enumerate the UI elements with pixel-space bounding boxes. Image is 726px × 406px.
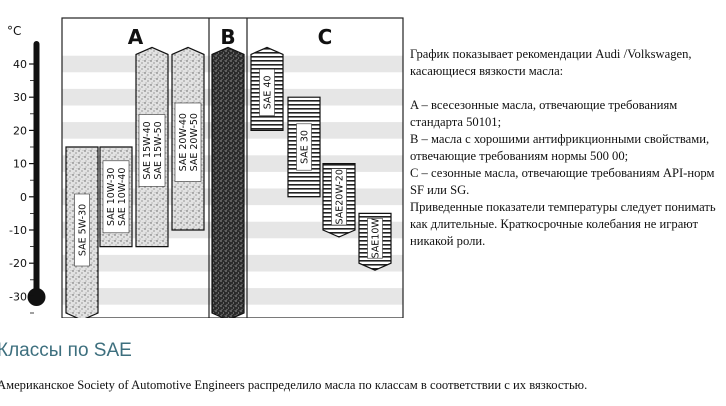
grade-label-box: [259, 68, 275, 116]
grade-bar-7: SAE 30: [287, 96, 321, 198]
grade-bar-shape: [211, 46, 245, 318]
scale-tick-label: 0: [20, 191, 27, 204]
group-header-a: A: [128, 25, 144, 49]
grade-bar-5: [211, 46, 245, 318]
scale-tick-label: -30: [9, 290, 27, 303]
scale-tick-label: 20: [13, 124, 27, 137]
grade-bar-6: SAE 40: [250, 46, 284, 131]
thermometer-tube: [33, 41, 40, 295]
grade-label: SAE10W: [371, 218, 382, 259]
grade-label: SAE 20W-40SAE 20W-50: [178, 113, 200, 171]
description-note: Приведенные показатели температуры следу…: [410, 200, 716, 248]
grade-label-box: [174, 102, 202, 182]
description-item-a: A – всесезонные масла, отвечающие требов…: [410, 98, 678, 129]
grade-bar-3: SAE 15W-40SAE 15W-50: [135, 46, 169, 248]
grade-label: SAE 15W-40SAE 15W-50: [142, 121, 164, 179]
grade-label: SAE20W-20: [335, 169, 346, 224]
grade-label-box: [102, 160, 130, 234]
chart-border: [61, 17, 404, 318]
scale-tick-label: 40: [13, 58, 27, 71]
scale-tick-label: -20: [9, 257, 27, 270]
unit-label: °C: [7, 24, 21, 38]
grade-bar-8: SAE20W-20: [322, 163, 356, 238]
grade-label-box: [138, 114, 166, 187]
grade-bars: SAE 5W-30 SAE 10W-30SAE 10W-40 SAE 15W-40S…: [65, 46, 392, 318]
grade-label: SAE 30: [300, 130, 311, 164]
thermometer-icon: [27, 41, 46, 306]
group-headers: A B C: [128, 25, 333, 49]
description-item-c: C – сезонные масла, отвечающие требовани…: [410, 166, 715, 197]
section-text: Американское Society of Automotive Engin…: [0, 378, 588, 392]
grade-bar-1: SAE 5W-30: [65, 146, 99, 318]
grade-label-box: [331, 168, 347, 226]
thermometer-bulb: [27, 288, 46, 306]
grade-label-box: [367, 218, 383, 259]
group-header-b: B: [220, 25, 235, 49]
scale-tick-label: -10: [9, 224, 27, 237]
section-heading: Классы по SAE: [0, 340, 132, 361]
group-header-c: C: [318, 25, 333, 49]
chart-description: График показывает рекомендации Audi /Vol…: [410, 46, 722, 250]
scale-tick-label: 10: [13, 158, 27, 171]
description-intro: График показывает рекомендации Audi /Vol…: [410, 47, 692, 78]
grade-bar-2: SAE 10W-30SAE 10W-40: [99, 146, 133, 248]
grade-label-box: [74, 193, 90, 267]
grade-bar-9: SAE10W: [358, 212, 392, 271]
grade-label: SAE 5W-30: [78, 204, 89, 256]
grade-label-box: [296, 123, 312, 171]
description-item-b: B – масла с хорошими антифрикционными св…: [410, 132, 710, 163]
scale-tick-label: 30: [13, 91, 27, 104]
grade-bar-4: SAE 20W-40SAE 20W-50: [171, 46, 205, 231]
grade-label: SAE 40: [263, 75, 274, 109]
grade-label: SAE 10W-30SAE 10W-40: [106, 168, 128, 226]
chart-frame: [61, 17, 404, 318]
